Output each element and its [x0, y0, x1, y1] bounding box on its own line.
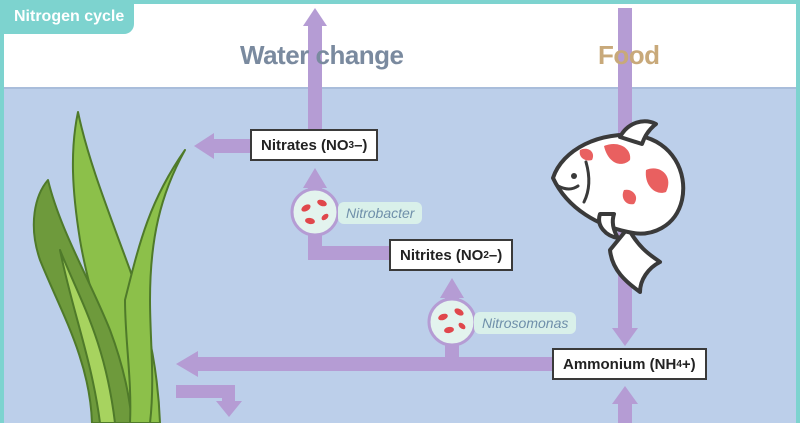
ammonium-label: Ammonium (NH	[563, 355, 677, 373]
water-change-heading: Water change	[240, 40, 404, 70]
waste-arrow-head	[612, 386, 638, 404]
nitrosomonas-circle	[427, 297, 477, 347]
bent-arrow-horizontal	[176, 385, 234, 398]
water-change-arrow-head	[303, 8, 327, 26]
ammonium-subscript: 4	[676, 358, 682, 370]
bent-arrow-vertical	[222, 385, 235, 403]
food-arrow-head	[612, 328, 638, 346]
nitrosomonas-label: Nitrosomonas	[474, 312, 577, 334]
nitrates-subscript: 3	[348, 139, 355, 151]
nitrates-label: Nitrates (NO	[261, 136, 349, 154]
left-border	[0, 0, 4, 423]
diagram-title: Nitrogen cycle	[0, 0, 134, 34]
nitrobacter-label: Nitrobacter	[338, 202, 423, 224]
nitrates-suffix: –)	[354, 136, 368, 154]
nitrobacter-path-horizontal	[308, 246, 390, 260]
plant-illustration	[32, 111, 186, 423]
top-border	[0, 0, 800, 4]
food-heading: Food	[598, 40, 660, 70]
water-change-arrow-shaft	[308, 24, 322, 148]
fish-illustration	[551, 119, 686, 294]
ammonium-to-plant-head	[176, 351, 198, 377]
nitrates-out-arrow-head	[194, 133, 214, 159]
bent-arrow-head	[216, 401, 242, 417]
ammonium-to-plant-shaft	[196, 357, 552, 371]
nitrites-label: Nitrites (NO	[400, 246, 484, 264]
nitrites-subscript: 2	[483, 249, 489, 261]
nitrobacter-circle	[290, 187, 340, 237]
nitrosomonas-arrow-head	[440, 278, 464, 298]
nitrobacter-arrow-head	[303, 168, 327, 188]
nitrites-suffix: –)	[488, 246, 503, 264]
nitrates-out-arrow-shaft	[212, 139, 250, 153]
right-border	[796, 0, 800, 423]
ammonium-suffix: +)	[681, 355, 696, 373]
waste-arrow-shaft	[618, 402, 632, 423]
